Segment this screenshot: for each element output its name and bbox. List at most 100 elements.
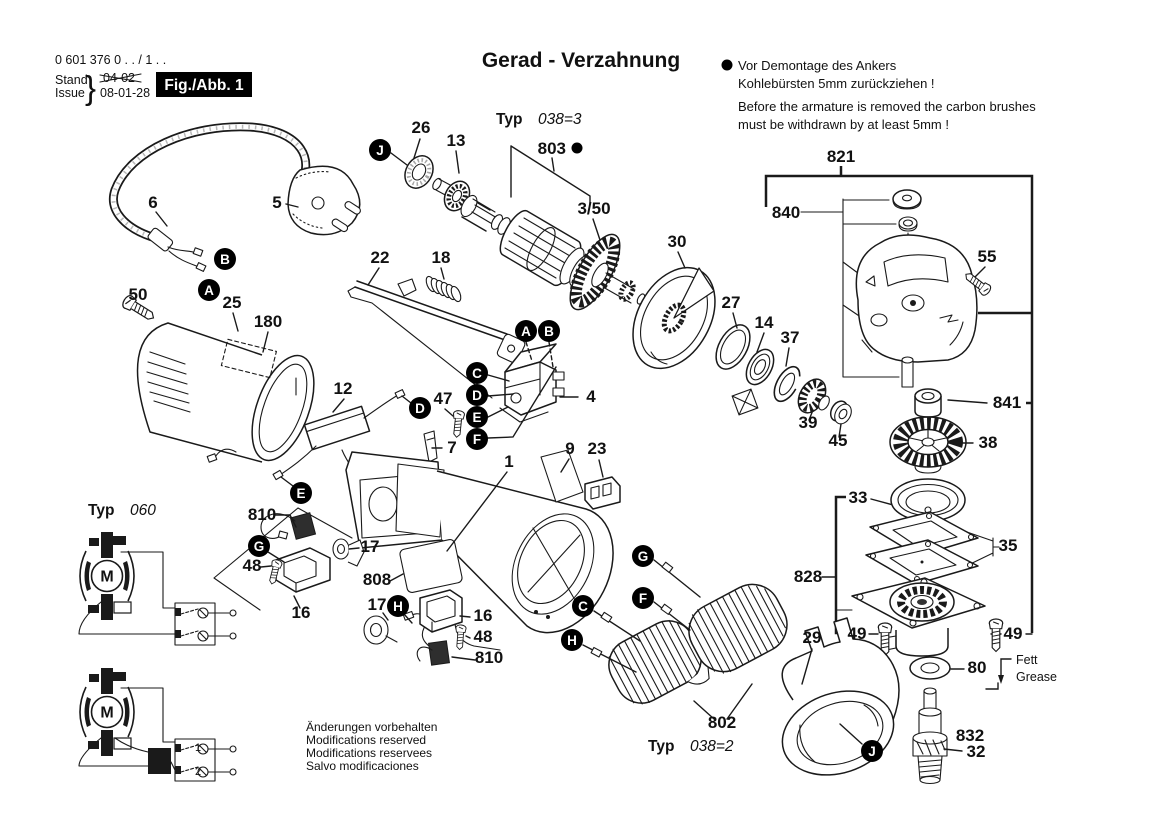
- callout-c-switch: C: [466, 362, 488, 384]
- callout-letter: D: [472, 388, 482, 403]
- typ-038-3-label: Typ: [496, 111, 522, 128]
- part-label-17-right: 17: [368, 595, 387, 614]
- note-de-1: Vor Demontage des Ankers: [738, 58, 897, 73]
- part-label-23: 23: [588, 439, 607, 458]
- callout-letter: F: [473, 432, 481, 447]
- note-bullet: [721, 59, 733, 71]
- part-label-828: 828: [794, 567, 822, 586]
- callout-f-coil: F: [632, 587, 654, 609]
- part-label-808: 808: [363, 570, 391, 589]
- ring-26: [404, 155, 434, 189]
- rating-plate-808: [399, 539, 463, 593]
- header: 0 601 376 0 . . / 1 . . Stand Issue } 04…: [55, 49, 1036, 132]
- insulating-film-9: [540, 449, 584, 503]
- part-label-180: 180: [254, 312, 282, 331]
- part-label-5: 5: [272, 193, 281, 212]
- part-label-802: 802: [708, 713, 736, 732]
- armature-fan: [569, 233, 621, 311]
- callout-letter: F: [639, 591, 647, 606]
- callout-d-wire: D: [409, 397, 431, 419]
- lever-22: [347, 278, 526, 399]
- part-label-12: 12: [334, 379, 353, 398]
- circuit-typ060-b: M 1 2: [78, 667, 237, 782]
- part-label-47: 47: [434, 389, 453, 408]
- part-label-48-right: 48: [474, 627, 493, 646]
- part-label-840: 840: [772, 203, 800, 222]
- typ-060-label: Typ: [88, 502, 114, 519]
- part-label-55: 55: [978, 247, 997, 266]
- page-title: Gerad - Verzahnung: [482, 49, 680, 72]
- brush-group-right: [363, 589, 463, 666]
- stand-label: Stand: [55, 73, 88, 87]
- footer-line-4: Salvo modificaciones: [306, 759, 419, 773]
- callout-f-switch: F: [466, 428, 488, 450]
- part-label-4: 4: [586, 387, 596, 406]
- terminal-2: 2: [195, 766, 201, 778]
- typ-038-2-label: Typ: [648, 738, 674, 755]
- part-label-16-right: 16: [474, 606, 493, 625]
- part-label-17-left: 17: [361, 537, 380, 556]
- callout-b-switch: B: [538, 320, 560, 342]
- motor-housing-1: [345, 451, 614, 651]
- suppressor-12: [206, 389, 413, 522]
- nut-45: [829, 400, 852, 425]
- brace-glyph: }: [85, 69, 96, 106]
- callout-letter: B: [220, 252, 230, 267]
- bearing-14: [745, 348, 775, 386]
- part-label-821: 821: [827, 147, 855, 166]
- rear-cap: [136, 322, 315, 463]
- part-label-810-right: 810: [475, 648, 503, 667]
- callout-e-wire: E: [290, 482, 312, 504]
- callout-b-cord: B: [214, 248, 236, 270]
- motor-symbol-2: M: [100, 705, 113, 722]
- part-label-832: 832: [956, 726, 984, 745]
- callout-letter: E: [296, 486, 305, 501]
- part-label-14: 14: [755, 313, 774, 332]
- part-label-32: 32: [967, 742, 986, 761]
- part-label-26: 26: [412, 118, 431, 137]
- callout-j-top: J: [369, 139, 391, 161]
- part-label-33: 33: [849, 488, 868, 507]
- callout-letter: E: [472, 410, 481, 425]
- motor-symbol-1: M: [100, 569, 113, 586]
- clip-7: [423, 430, 438, 463]
- callout-letter: A: [204, 283, 214, 298]
- callout-g-coil: G: [632, 545, 654, 567]
- screw-47: [450, 409, 466, 439]
- callout-letter: B: [544, 324, 554, 339]
- armature: [404, 155, 646, 311]
- note-en-1: Before the armature is removed the carbo…: [738, 99, 1036, 114]
- callout-letter: A: [521, 324, 531, 339]
- coil-lead-wires: [582, 559, 701, 673]
- part-label-13: 13: [447, 131, 466, 150]
- part-label-841: 841: [993, 393, 1021, 412]
- callout-letter: J: [376, 143, 384, 158]
- part-label-810-left: 810: [248, 505, 276, 524]
- callout-letter: G: [254, 539, 265, 554]
- callout-letter: G: [638, 549, 649, 564]
- pinion-39: [797, 378, 830, 414]
- issue-label: Issue: [55, 86, 85, 100]
- spindle-32: [912, 687, 948, 785]
- gaskets-35: [865, 511, 979, 585]
- part-label-50: 50: [129, 285, 148, 304]
- part-label-803: 803: [538, 139, 566, 158]
- part-label-6: 6: [148, 193, 157, 212]
- callout-letter: H: [567, 633, 577, 648]
- footer-line-3: Modifications reservees: [306, 746, 432, 760]
- callout-c-coil: C: [572, 595, 594, 617]
- callout-j-guard: J: [861, 740, 883, 762]
- grease-de: Fett: [1016, 653, 1038, 667]
- oring-27: [715, 324, 751, 370]
- screw-48-right: [453, 624, 467, 651]
- part-label-49-right: 49: [1004, 624, 1023, 643]
- grease-en: Grease: [1016, 670, 1057, 684]
- leader-lines: [155, 138, 1012, 752]
- part-label-38: 38: [979, 433, 998, 452]
- callout-h-coil: H: [561, 629, 583, 651]
- part-label-49-left: 49: [848, 624, 867, 643]
- note-en-2: must be withdrawn by at least 5mm !: [738, 117, 949, 132]
- label-area-180: [220, 338, 277, 379]
- callout-letter: D: [415, 401, 425, 416]
